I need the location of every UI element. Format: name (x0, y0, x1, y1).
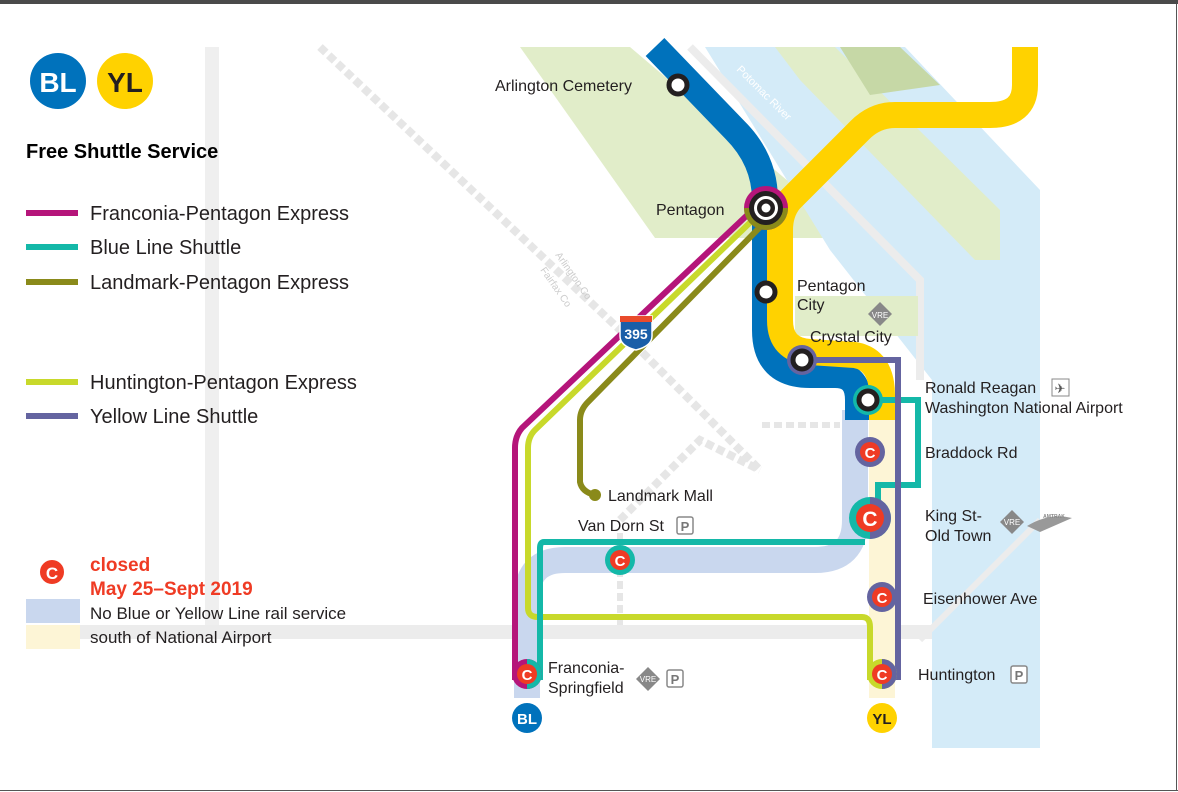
amtrak-icon: AMTRAK (1027, 514, 1072, 532)
svg-text:Franconia-: Franconia- (548, 660, 624, 677)
vre-icon: VRE (1000, 510, 1024, 534)
station-van-dorn-st[interactable]: C Van Dorn St P (578, 516, 694, 575)
svg-text:Arlington Cemetery: Arlington Cemetery (495, 78, 632, 95)
station-eisenhower-ave[interactable]: C Eisenhower Ave (867, 582, 1038, 612)
station-braddock-rd[interactable]: C Braddock Rd (855, 437, 1018, 467)
legend-item-blue-line-shuttle: Blue Line Shuttle (26, 237, 241, 259)
closed-icon: C (877, 590, 888, 607)
svg-text:Old Town: Old Town (925, 528, 991, 545)
county-line (617, 435, 762, 523)
vre-icon: VRE (868, 302, 892, 326)
closed-icon (38, 558, 66, 586)
legend-no-service: No Blue or Yellow Line rail service sout… (26, 599, 346, 649)
page-border-right (1176, 4, 1177, 790)
svg-text:VRE: VRE (640, 675, 656, 684)
closed-icon: C (615, 553, 626, 570)
closed-icon: C (862, 508, 877, 531)
line-badges: BL YL (30, 53, 153, 109)
blue-line-shuttle-route (537, 397, 921, 680)
terminal-badge-yellow: YL (867, 703, 897, 733)
parking-icon: P (676, 516, 694, 535)
legend-closed: C closed May 25–Sept 2019 (38, 555, 253, 600)
legend-item-landmark-pentagon-express: Landmark-Pentagon Express (26, 272, 349, 294)
closed-icon: C (522, 667, 533, 684)
svg-text:P: P (681, 519, 690, 534)
yellow-line-badge (97, 53, 153, 109)
window-top-bar (0, 0, 1178, 4)
terminal-badge-blue: BL (512, 703, 542, 733)
blue-line (645, 37, 871, 420)
svg-text:AMTRAK: AMTRAK (1043, 514, 1065, 520)
svg-text:Washington National Airport: Washington National Airport (925, 400, 1123, 417)
svg-text:YL: YL (107, 67, 143, 98)
closed-icon: C (865, 445, 876, 462)
parking-icon: P (666, 669, 684, 688)
page-border-bottom (0, 790, 1178, 791)
yellow-line-shuttle-route (802, 357, 901, 680)
svg-text:VRE: VRE (872, 311, 888, 320)
svg-text:Pentagon: Pentagon (797, 278, 866, 295)
station-crystal-city[interactable]: Crystal City (787, 329, 892, 375)
vre-icon: VRE (636, 667, 660, 691)
svg-text:King St-: King St- (925, 508, 982, 525)
road (687, 44, 924, 380)
franconia-pentagon-express-route (512, 200, 763, 680)
station-pentagon-city[interactable]: Pentagon City (754, 278, 866, 314)
svg-text:Huntington-Pentagon Express: Huntington-Pentagon Express (90, 372, 357, 394)
station-landmark-mall[interactable]: Landmark Mall (589, 488, 713, 505)
svg-text:Crystal City: Crystal City (810, 329, 892, 346)
svg-text:Franconia-Pentagon Express: Franconia-Pentagon Express (90, 203, 349, 225)
svg-text:BL: BL (517, 711, 537, 728)
svg-text:Van Dorn St: Van Dorn St (578, 518, 665, 535)
landmark-pentagon-express-route (577, 219, 768, 498)
svg-text:City: City (797, 297, 825, 314)
svg-text:Braddock Rd: Braddock Rd (925, 445, 1018, 462)
i395-shield-icon: 395 (619, 315, 653, 351)
svg-text:BL: BL (39, 67, 76, 98)
svg-text:Springfield: Springfield (548, 680, 624, 697)
station-huntington[interactable]: C Huntington P (867, 659, 1028, 689)
park-area (795, 296, 918, 336)
svg-text:Landmark Mall: Landmark Mall (608, 488, 713, 505)
station-franconia-springfield[interactable]: C Franconia- Springfield VRE P (512, 659, 684, 697)
svg-text:Blue Line Shuttle: Blue Line Shuttle (90, 237, 241, 259)
legend-item-huntington-pentagon-express: Huntington-Pentagon Express (26, 372, 357, 394)
blue-line-badge (30, 53, 86, 109)
legend-title: Free Shuttle Service (26, 141, 218, 163)
svg-text:P: P (1015, 668, 1024, 683)
svg-text:✈: ✈ (1055, 381, 1066, 396)
svg-text:P: P (671, 672, 680, 687)
svg-text:Landmark-Pentagon Express: Landmark-Pentagon Express (90, 272, 349, 294)
svg-text:closed: closed (90, 555, 150, 576)
huntington-pentagon-express-route (525, 210, 873, 680)
svg-text:Eisenhower Ave: Eisenhower Ave (923, 591, 1038, 608)
parking-icon: P (1010, 665, 1028, 684)
svg-text:VRE: VRE (1004, 518, 1020, 527)
svg-text:Pentagon: Pentagon (656, 202, 725, 219)
svg-text:YL: YL (872, 711, 891, 728)
svg-text:south of National Airport: south of National Airport (90, 628, 272, 647)
station-national-airport[interactable]: Ronald Reagan Washington National Airpor… (853, 378, 1123, 417)
legend-item-franconia-pentagon-express: Franconia-Pentagon Express (26, 203, 349, 225)
station-pentagon[interactable]: Pentagon (656, 186, 788, 230)
svg-text:Yellow Line Shuttle: Yellow Line Shuttle (90, 406, 258, 428)
svg-text:No Blue or Yellow Line rail se: No Blue or Yellow Line rail service (90, 604, 346, 623)
closed-icon: C (877, 667, 888, 684)
svg-text:May 25–Sept 2019: May 25–Sept 2019 (90, 579, 253, 600)
svg-text:C: C (46, 564, 58, 583)
svg-text:395: 395 (624, 326, 648, 342)
station-king-st-old-town[interactable]: C King St- Old Town VRE AMTRAK (849, 497, 1072, 545)
park-area (775, 47, 1000, 260)
station-arlington-cemetery[interactable]: Arlington Cemetery (495, 73, 690, 97)
legend-item-yellow-line-shuttle: Yellow Line Shuttle (26, 406, 258, 428)
airplane-icon: ✈ (1051, 378, 1070, 397)
svg-text:Huntington: Huntington (918, 667, 995, 684)
svg-text:Ronald Reagan: Ronald Reagan (925, 380, 1036, 397)
road (205, 47, 219, 637)
